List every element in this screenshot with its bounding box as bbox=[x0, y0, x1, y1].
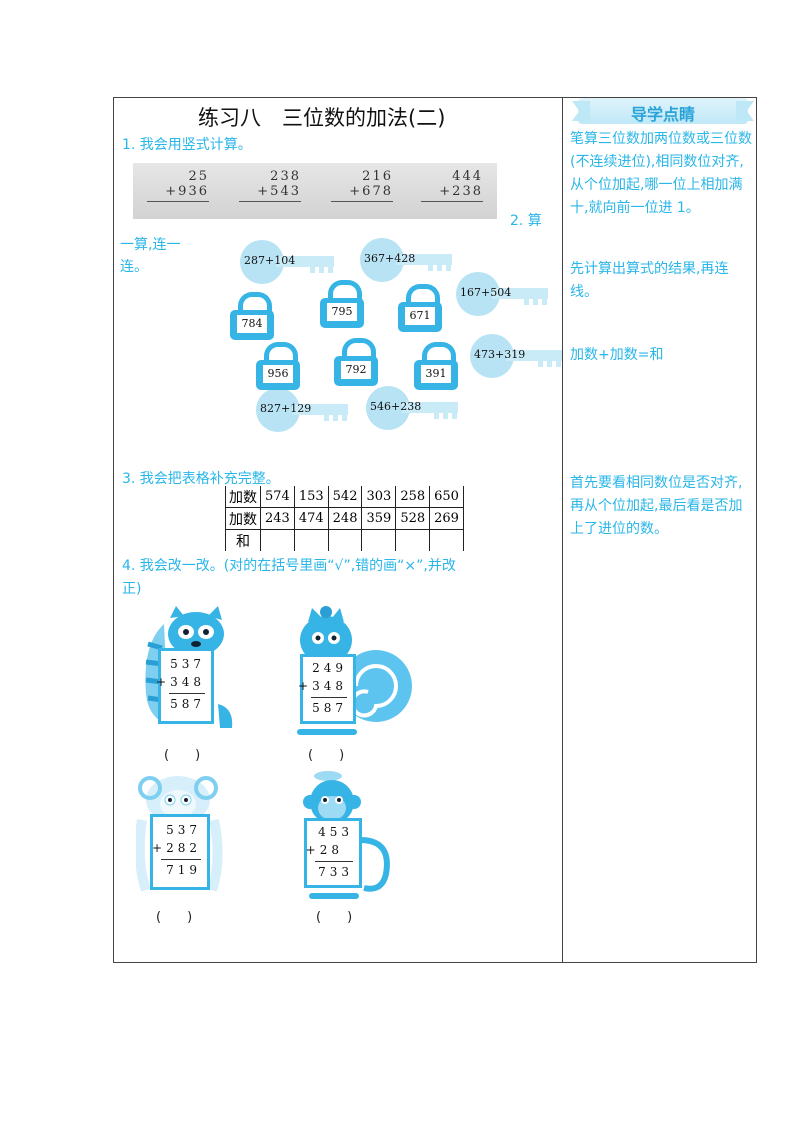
guide-badge: 导学点睛 bbox=[572, 98, 754, 124]
key-5[interactable]: 827+129 bbox=[256, 388, 350, 432]
key-1[interactable]: 287+104 bbox=[240, 240, 336, 284]
q4-label-line1: 4. 我会改一改。(对的在括号里画“√”,错的画“×”,并改 bbox=[122, 558, 456, 574]
q2-label-part3: 连。 bbox=[120, 259, 148, 275]
answer-paren-1[interactable]: ( ) bbox=[164, 748, 201, 763]
key-4[interactable]: 473+319 bbox=[470, 334, 564, 378]
table-row: 加数 243 474 248 359 528 269 bbox=[225, 507, 464, 530]
lock-icon bbox=[238, 292, 272, 319]
vertical-sum-2: 238 +543 bbox=[239, 169, 301, 202]
sum-cell[interactable] bbox=[327, 529, 362, 551]
lock-2[interactable]: 795 bbox=[320, 280, 364, 328]
lock-4[interactable]: 956 bbox=[256, 342, 300, 390]
sidebar-note-4: 首先要看相同数位是否对齐,再从个位加起,最后看是否加上了进位的数。 bbox=[570, 475, 743, 537]
vertical-sum-3: 216 +678 bbox=[331, 169, 393, 202]
key-2[interactable]: 367+428 bbox=[360, 238, 454, 282]
lock-icon bbox=[406, 284, 440, 311]
answer-board-1: 537 +348 587 bbox=[156, 648, 214, 724]
q2-label-part2: 一算,连一 bbox=[120, 237, 181, 253]
table-row-sum: 和 bbox=[225, 529, 464, 551]
lock-3[interactable]: 671 bbox=[398, 284, 442, 332]
sidebar-note-3: 加数+加数=和 bbox=[570, 347, 664, 363]
vertical-sum-1: 25 +936 bbox=[147, 169, 209, 202]
page-title: 练习八 三位数的加法(二) bbox=[198, 106, 446, 130]
sum-cell[interactable] bbox=[293, 529, 329, 551]
lock-6[interactable]: 391 bbox=[414, 342, 458, 390]
sum-cell[interactable] bbox=[260, 529, 295, 551]
lock-1[interactable]: 784 bbox=[230, 292, 274, 340]
worksheet-frame bbox=[113, 97, 757, 963]
sheep-illustration bbox=[136, 776, 223, 892]
answer-paren-2[interactable]: ( ) bbox=[308, 748, 345, 763]
lock-5[interactable]: 792 bbox=[334, 338, 378, 386]
answer-paren-3[interactable]: ( ) bbox=[156, 910, 193, 925]
sum-cell[interactable] bbox=[361, 529, 396, 551]
squirrel-illustration bbox=[297, 606, 412, 735]
lock-icon bbox=[264, 342, 298, 369]
answer-board-4: 453 +28 733 bbox=[304, 818, 362, 888]
key-3[interactable]: 167+504 bbox=[456, 272, 550, 316]
q2-label-part1: 2. 算 bbox=[510, 213, 542, 229]
sum-cell[interactable] bbox=[395, 529, 430, 551]
q1-problem-strip: 25 +936 238 +543 216 +678 444 +238 bbox=[133, 163, 497, 219]
key-6[interactable]: 546+238 bbox=[366, 386, 460, 430]
q3-label: 3. 我会把表格补充完整。 bbox=[122, 471, 280, 487]
addition-table: 加数 574 153 542 303 258 650 加数 243 474 24… bbox=[225, 486, 464, 551]
vertical-sum-4: 444 +238 bbox=[421, 169, 483, 202]
answer-board-2: 249 +348 587 bbox=[298, 654, 356, 724]
sum-cell[interactable] bbox=[429, 529, 464, 551]
column-divider bbox=[562, 97, 563, 963]
table-row: 加数 574 153 542 303 258 650 bbox=[225, 486, 464, 508]
lock-icon bbox=[328, 280, 362, 307]
monkey-illustration bbox=[303, 771, 390, 899]
lock-icon bbox=[422, 342, 456, 369]
sidebar-note-2: 先计算出算式的结果,再连线。 bbox=[570, 261, 729, 300]
sidebar-note-1: 笔算三位数加两位数或三位数(不连续进位),相同数位对齐,从个位加起,哪一位上相加… bbox=[570, 131, 752, 216]
q1-label: 1. 我会用竖式计算。 bbox=[122, 137, 252, 153]
lock-icon bbox=[342, 338, 376, 365]
answer-paren-4[interactable]: ( ) bbox=[316, 910, 353, 925]
q4-label-line2: 正) bbox=[122, 581, 142, 597]
answer-board-3: 537 +282 719 bbox=[150, 814, 210, 890]
